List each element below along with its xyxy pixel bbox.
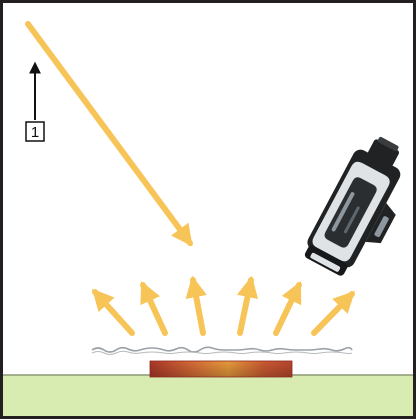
callout-number: 1 [31, 124, 39, 141]
target-object [150, 361, 292, 377]
ground-surface [3, 375, 413, 416]
